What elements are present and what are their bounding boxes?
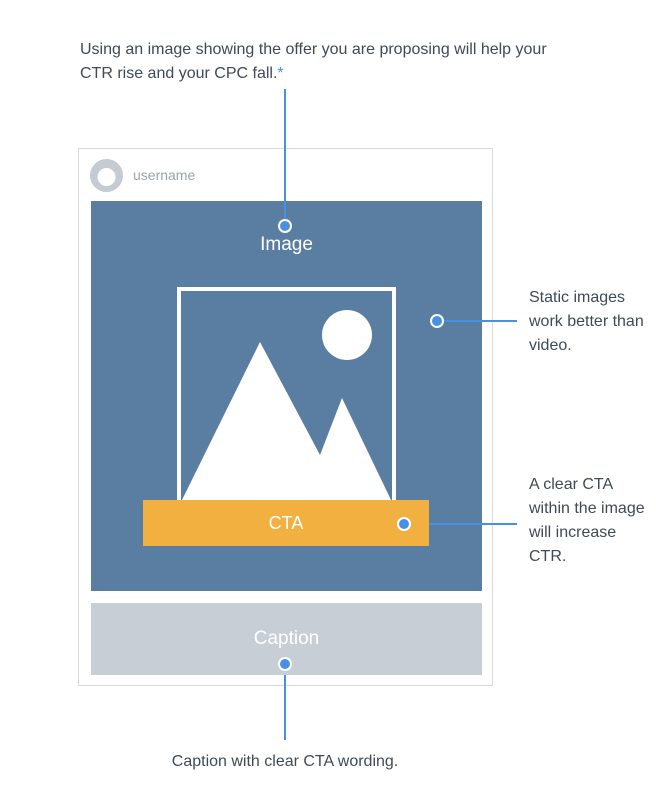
user-avatar-icon xyxy=(90,159,123,192)
cta-banner: CTA xyxy=(143,500,429,546)
cta-callout-dot xyxy=(397,517,411,531)
asterisk: * xyxy=(277,65,284,82)
top-annotation-text: Using an image showing the offer you are… xyxy=(80,41,547,82)
top-annotation: Using an image showing the offer you are… xyxy=(80,38,580,86)
caption-dot xyxy=(278,657,292,671)
image-label: Image xyxy=(260,234,313,255)
username-label: username xyxy=(133,167,196,183)
sun-shape xyxy=(322,310,372,360)
mountain-shape xyxy=(181,342,392,502)
cta-annotation: A clear CTA within the image will increa… xyxy=(529,476,645,565)
static-images-annotation: Static images work better than video. xyxy=(529,289,644,354)
top-callout-dot xyxy=(278,219,292,233)
static-callout-dot xyxy=(430,314,444,328)
caption-annotation: Caption with clear CTA wording. xyxy=(171,753,399,770)
